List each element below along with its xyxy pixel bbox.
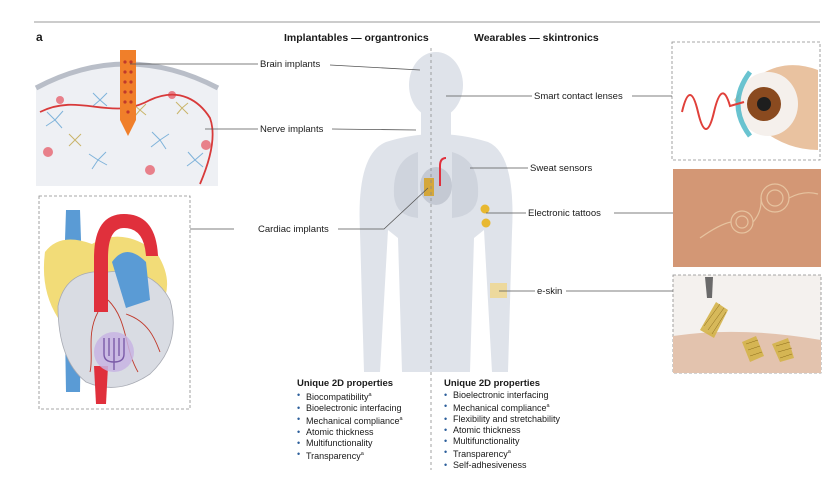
property-text: Bioelectronic interfacing (453, 390, 549, 400)
aorta-small (439, 157, 447, 186)
lung-left (393, 152, 418, 218)
heading-wearables: Wearables — skintronics (474, 32, 599, 44)
property-item: Self-adhesiveness (444, 460, 560, 471)
properties-title: Unique 2D properties (444, 378, 541, 389)
blood-vessel (39, 93, 214, 185)
lung-right (452, 152, 479, 218)
property-text: Flexibility and stretchability (453, 414, 561, 424)
tattoo-dot-2 (481, 218, 491, 228)
property-note: a (546, 403, 550, 409)
panel-letter: a (36, 30, 43, 44)
property-note: a (399, 416, 403, 422)
signal-wave (681, 92, 745, 130)
property-item: Multifunctionality (444, 436, 560, 447)
eskin-circuits (700, 302, 794, 362)
property-text: Bioelectronic interfacing (306, 403, 402, 413)
property-item: Transparencya (444, 447, 560, 460)
property-item: Mechanical compliancea (297, 414, 403, 427)
aorta (94, 214, 158, 312)
property-item: Bioelectronic interfacing (297, 403, 403, 414)
brain-inset (34, 50, 220, 186)
label-cardiac-implants: Cardiac implants (256, 224, 331, 235)
property-text: Transparency (306, 451, 361, 461)
descending-aorta (94, 366, 108, 404)
lens-frame (671, 41, 821, 161)
property-item: Atomic thickness (297, 427, 403, 438)
coronary-vessels (89, 299, 161, 373)
properties-implantables: Unique 2D properties BiocompatibilityaBi… (297, 378, 403, 462)
label-e-skin: e-skin (535, 286, 565, 297)
properties-list: BiocompatibilityaBioelectronic interfaci… (297, 390, 403, 462)
cardiac-patch (94, 332, 134, 372)
probe (120, 50, 136, 136)
property-item: Biocompatibilitya (297, 390, 403, 403)
property-text: Transparency (453, 449, 508, 459)
property-text: Multifunctionality (453, 436, 520, 446)
property-text: Multifunctionality (306, 438, 373, 448)
tattoo-inset (673, 169, 821, 267)
tattoo-pattern (699, 183, 819, 239)
property-text: Mechanical compliance (453, 403, 547, 413)
body-silhouette (359, 52, 513, 372)
eskin-patch (490, 283, 507, 298)
property-item: Flexibility and stretchability (444, 414, 560, 425)
eskin-inset (672, 274, 822, 374)
property-item: Mechanical compliancea (444, 401, 560, 414)
property-text: Biocompatibility (306, 392, 369, 402)
property-note: a (507, 449, 511, 455)
property-text: Mechanical compliance (306, 416, 400, 426)
organs (393, 152, 479, 218)
contact-lens-inset (671, 41, 821, 161)
leader-lines (130, 63, 673, 292)
heart-frame (38, 195, 191, 410)
label-nerve-implants: Nerve implants (258, 124, 326, 135)
property-note: a (360, 451, 364, 457)
properties-title: Unique 2D properties (297, 378, 394, 389)
label-sweat-sensors: Sweat sensors (528, 163, 595, 174)
property-text: Atomic thickness (453, 425, 521, 435)
cardiac-device (424, 178, 434, 196)
wearable-devices (480, 204, 507, 298)
heart-inset (38, 195, 191, 410)
label-brain-implants: Brain implants (258, 59, 323, 70)
glia-cells (68, 101, 189, 147)
heading-implantables: Implantables — organtronics (284, 32, 429, 44)
label-electronic-tattoos: Electronic tattoos (526, 208, 603, 219)
properties-wearables: Unique 2D properties Bioelectronic inter… (444, 378, 560, 471)
properties-list: Bioelectronic interfacingMechanical comp… (444, 390, 560, 471)
neuron-cells (45, 92, 204, 170)
tattoo-dot-1 (480, 204, 490, 214)
property-item: Transparencya (297, 449, 403, 462)
property-item: Multifunctionality (297, 438, 403, 449)
property-text: Self-adhesiveness (453, 460, 527, 470)
label-smart-contact-lenses: Smart contact lenses (532, 91, 625, 102)
tweezer (705, 277, 713, 298)
pupil (757, 97, 771, 111)
pulmonary-artery (112, 252, 150, 308)
property-item: Atomic thickness (444, 425, 560, 436)
property-text: Atomic thickness (306, 427, 374, 437)
property-item: Bioelectronic interfacing (444, 390, 560, 401)
property-note: a (368, 392, 372, 398)
